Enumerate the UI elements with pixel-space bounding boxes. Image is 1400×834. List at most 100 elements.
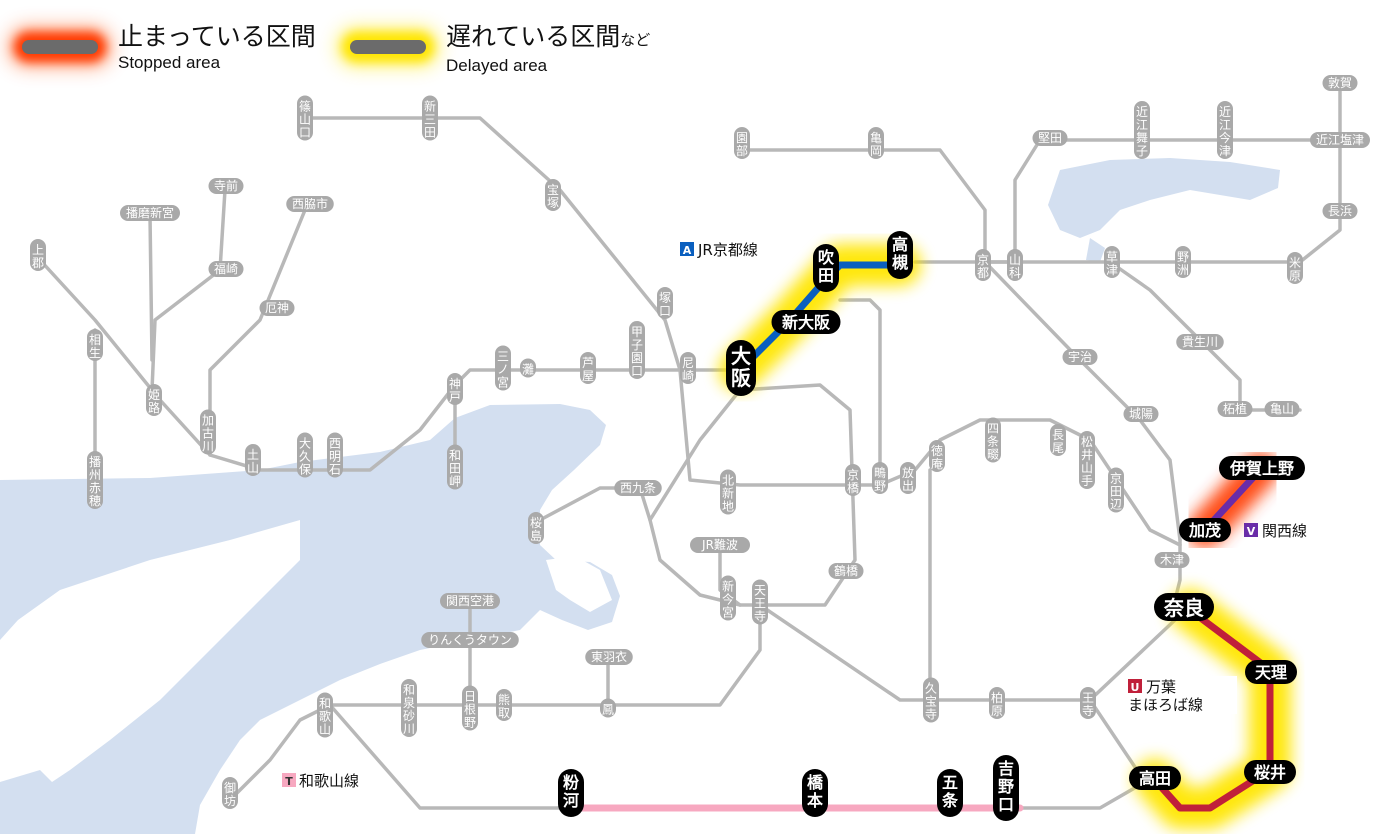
station-label: 高田 <box>1139 769 1171 788</box>
station-nara[interactable]: 奈良 <box>1154 593 1214 621</box>
station-tokuan[interactable]: 徳庵 <box>929 440 945 472</box>
station-hashimoto[interactable]: 橋本 <box>802 769 828 817</box>
station-sonobe[interactable]: 園部 <box>734 127 750 159</box>
station-hanaten[interactable]: 放出 <box>900 462 916 494</box>
station-otori[interactable]: 鳳 <box>600 698 616 718</box>
station-label: りんくうタウン <box>428 633 512 647</box>
station-kyuhoji[interactable]: 久宝寺 <box>923 677 939 723</box>
station-tsuge[interactable]: 柘植 <box>1217 401 1253 417</box>
station-shijonawate[interactable]: 四条畷 <box>985 417 1001 463</box>
station-kameoka[interactable]: 亀岡 <box>868 127 884 159</box>
station-omishiotsu[interactable]: 近江塩津 <box>1310 132 1370 148</box>
legend-delayed-en: Delayed area <box>446 56 548 75</box>
sanin-line <box>740 148 987 264</box>
station-omiimazu[interactable]: 近江今津 <box>1217 101 1233 159</box>
station-wadamisaki[interactable]: 和田岬 <box>447 444 463 490</box>
station-shinosaka[interactable]: 新大阪 <box>771 310 841 334</box>
station-kobe[interactable]: 神戸 <box>447 373 463 405</box>
station-kumatori[interactable]: 熊取 <box>496 689 512 721</box>
station-nada[interactable]: 灘 <box>520 358 536 378</box>
station-himeji[interactable]: 姫路 <box>146 384 162 416</box>
station-tsuruga[interactable]: 敦賀 <box>1322 75 1358 91</box>
station-kakogawa[interactable]: 加古川 <box>200 409 216 455</box>
station-takada[interactable]: 高田 <box>1129 766 1181 790</box>
station-harimashingu[interactable]: 播磨新宮 <box>120 205 180 221</box>
station-label: 熊取 <box>498 692 510 720</box>
station-label: 宝塚 <box>547 183 559 210</box>
station-kamigori[interactable]: 上郡 <box>30 239 46 271</box>
station-kamo[interactable]: 加茂 <box>1179 518 1231 542</box>
station-izumisunagawa[interactable]: 和泉砂川 <box>401 679 417 737</box>
station-higashihagoromo[interactable]: 東羽衣 <box>585 649 633 665</box>
station-teramae[interactable]: 寺前 <box>208 178 244 194</box>
station-katata[interactable]: 堅田 <box>1032 130 1068 146</box>
station-sakurai[interactable]: 桜井 <box>1244 760 1296 784</box>
station-jrnamba[interactable]: JR難波 <box>690 537 750 553</box>
station-kyotanabe[interactable]: 京田辺 <box>1108 467 1124 513</box>
station-ashiya[interactable]: 芦屋 <box>580 352 596 384</box>
station-nishikujo[interactable]: 西九条 <box>614 480 662 496</box>
station-nagao[interactable]: 長尾 <box>1050 424 1066 456</box>
station-kyoto[interactable]: 京都 <box>975 249 991 281</box>
station-matsuiyamate[interactable]: 松井山手 <box>1079 431 1095 489</box>
station-koshienguchi[interactable]: 甲子園口 <box>629 321 645 379</box>
station-sannomiya[interactable]: 三ノ宮 <box>495 345 511 391</box>
station-okubo[interactable]: 大久保 <box>297 432 313 478</box>
station-takatsuki[interactable]: 高槻 <box>887 231 913 279</box>
station-tsuchiyama[interactable]: 土山 <box>245 444 261 476</box>
station-kibukawa[interactable]: 貴生川 <box>1176 334 1224 350</box>
bay-land <box>546 556 612 612</box>
station-osaka[interactable]: 大阪 <box>726 340 756 396</box>
station-shinsanda[interactable]: 新三田 <box>422 95 438 141</box>
station-shinimamiya[interactable]: 新今宮 <box>720 575 736 621</box>
station-aioi[interactable]: 相生 <box>87 329 103 361</box>
station-kansaiairport[interactable]: 関西空港 <box>440 593 500 609</box>
station-yakujin[interactable]: 厄神 <box>259 300 295 316</box>
station-yasu[interactable]: 野洲 <box>1175 246 1191 278</box>
station-wakayama[interactable]: 和歌山 <box>317 692 333 738</box>
kyoto-line-badge-letter: A <box>683 244 692 257</box>
station-tsuruhashi[interactable]: 鶴橋 <box>828 563 864 579</box>
station-tsukaguchi[interactable]: 塚口 <box>657 287 673 319</box>
station-gobo[interactable]: 御坊 <box>222 777 238 809</box>
station-label: 宇治 <box>1068 350 1092 364</box>
wakayama-line-badge: T 和歌山線 <box>282 772 359 790</box>
station-amagasaki[interactable]: 尼崎 <box>680 352 696 384</box>
station-sakurajima[interactable]: 桜島 <box>528 512 544 544</box>
station-kamo_s[interactable]: 鴫野 <box>872 462 888 494</box>
station-banshuako[interactable]: 播州赤穂 <box>87 451 103 509</box>
station-igaueno[interactable]: 伊賀上野 <box>1219 456 1305 480</box>
station-suita[interactable]: 吹田 <box>813 244 839 292</box>
station-kameyama[interactable]: 亀山 <box>1264 401 1300 417</box>
station-jojo[interactable]: 城陽 <box>1123 406 1159 422</box>
station-fukusaki[interactable]: 福崎 <box>208 261 244 277</box>
station-takarazuka[interactable]: 宝塚 <box>545 179 561 211</box>
station-hineno[interactable]: 日根野 <box>462 685 478 731</box>
legend-stopped-en: Stopped area <box>118 53 221 72</box>
station-sasayamaguchi[interactable]: 篠山口 <box>297 95 313 141</box>
station-oji[interactable]: 王寺 <box>1080 687 1096 719</box>
station-nishiakashi[interactable]: 西明石 <box>327 432 343 478</box>
lake-biwa-south <box>1086 238 1105 262</box>
station-kyobashi[interactable]: 京橋 <box>845 464 861 496</box>
station-rinku[interactable]: りんくうタウン <box>421 632 519 648</box>
station-tenri[interactable]: 天理 <box>1245 660 1297 684</box>
lake-biwa <box>1048 158 1280 238</box>
station-maibara[interactable]: 米原 <box>1287 252 1303 284</box>
station-nagahama[interactable]: 長浜 <box>1322 203 1358 219</box>
station-omimaiko[interactable]: 近江舞子 <box>1134 101 1150 159</box>
manyo-line-badge: U 万葉 まほろば線 <box>1125 676 1237 714</box>
station-yamashina[interactable]: 山科 <box>1007 249 1023 281</box>
station-label: 近江今津 <box>1219 105 1231 158</box>
station-kashiwara[interactable]: 柏原 <box>989 687 1005 719</box>
station-kizu[interactable]: 木津 <box>1154 552 1190 568</box>
station-kokawa[interactable]: 粉河 <box>558 769 584 817</box>
station-kusatsu[interactable]: 草津 <box>1104 246 1120 278</box>
station-yoshinoguchi[interactable]: 吉野口 <box>993 755 1019 821</box>
station-uji[interactable]: 宇治 <box>1062 349 1098 365</box>
station-gojo[interactable]: 五条 <box>937 769 963 817</box>
wakayama-west <box>328 703 562 810</box>
station-tennoji[interactable]: 天王寺 <box>752 579 768 625</box>
station-kitashinchi[interactable]: 北新地 <box>720 469 736 515</box>
station-nishiwakishi[interactable]: 西脇市 <box>286 196 334 212</box>
